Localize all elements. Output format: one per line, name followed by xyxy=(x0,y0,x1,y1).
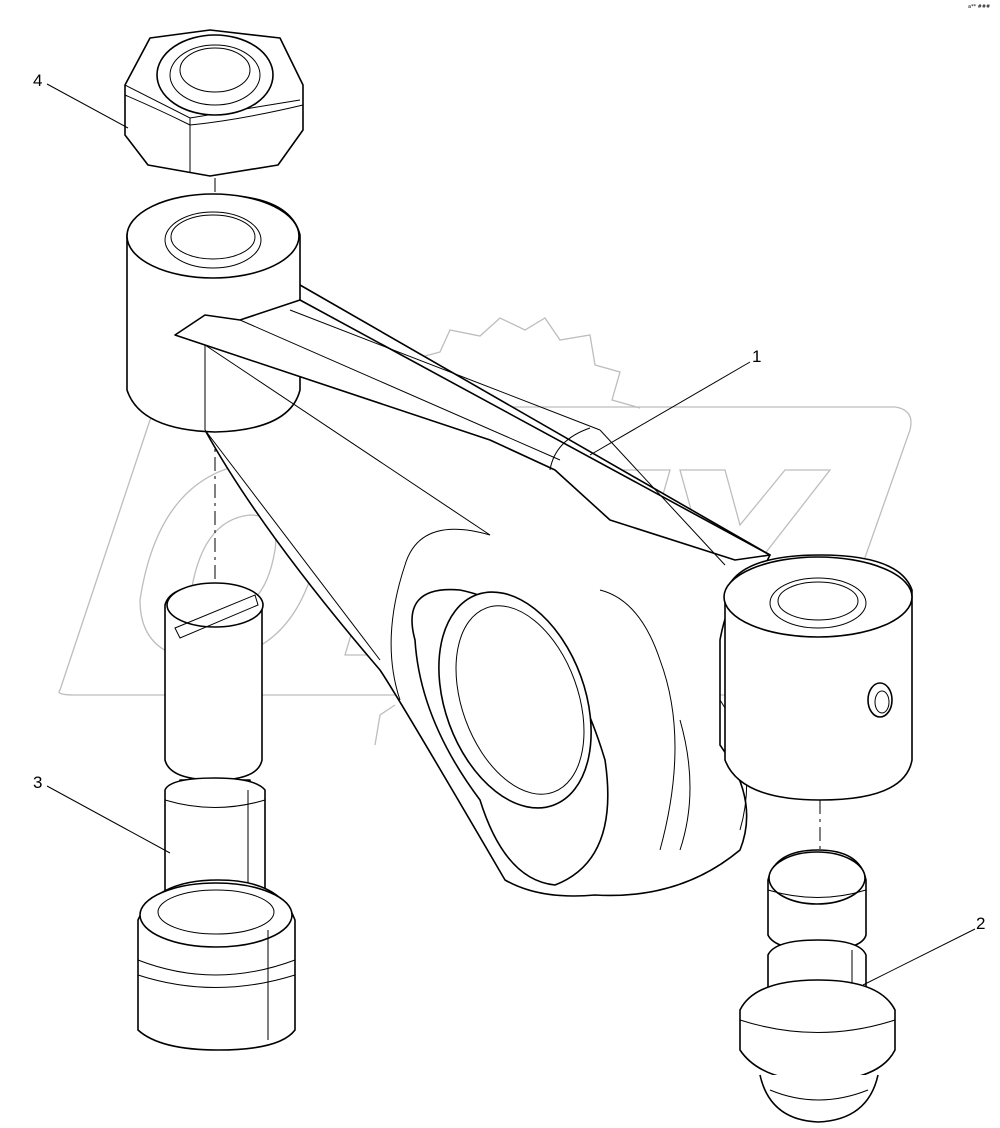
corner-mark: a** ### xyxy=(968,4,990,10)
rocker-arm-icon xyxy=(126,193,913,897)
callout-2: 2 xyxy=(976,914,985,933)
leader-line-2 xyxy=(862,928,976,986)
hex-nut-icon xyxy=(124,29,304,177)
callout-1: 1 xyxy=(752,347,761,366)
leader-line-4 xyxy=(46,83,129,129)
adjusting-screw-icon xyxy=(137,582,296,1051)
callout-4: 4 xyxy=(33,71,42,90)
leader-line-3 xyxy=(46,785,171,854)
ball-stud-icon xyxy=(739,849,896,1123)
callout-3: 3 xyxy=(33,773,42,792)
leader-line-1 xyxy=(589,361,751,456)
